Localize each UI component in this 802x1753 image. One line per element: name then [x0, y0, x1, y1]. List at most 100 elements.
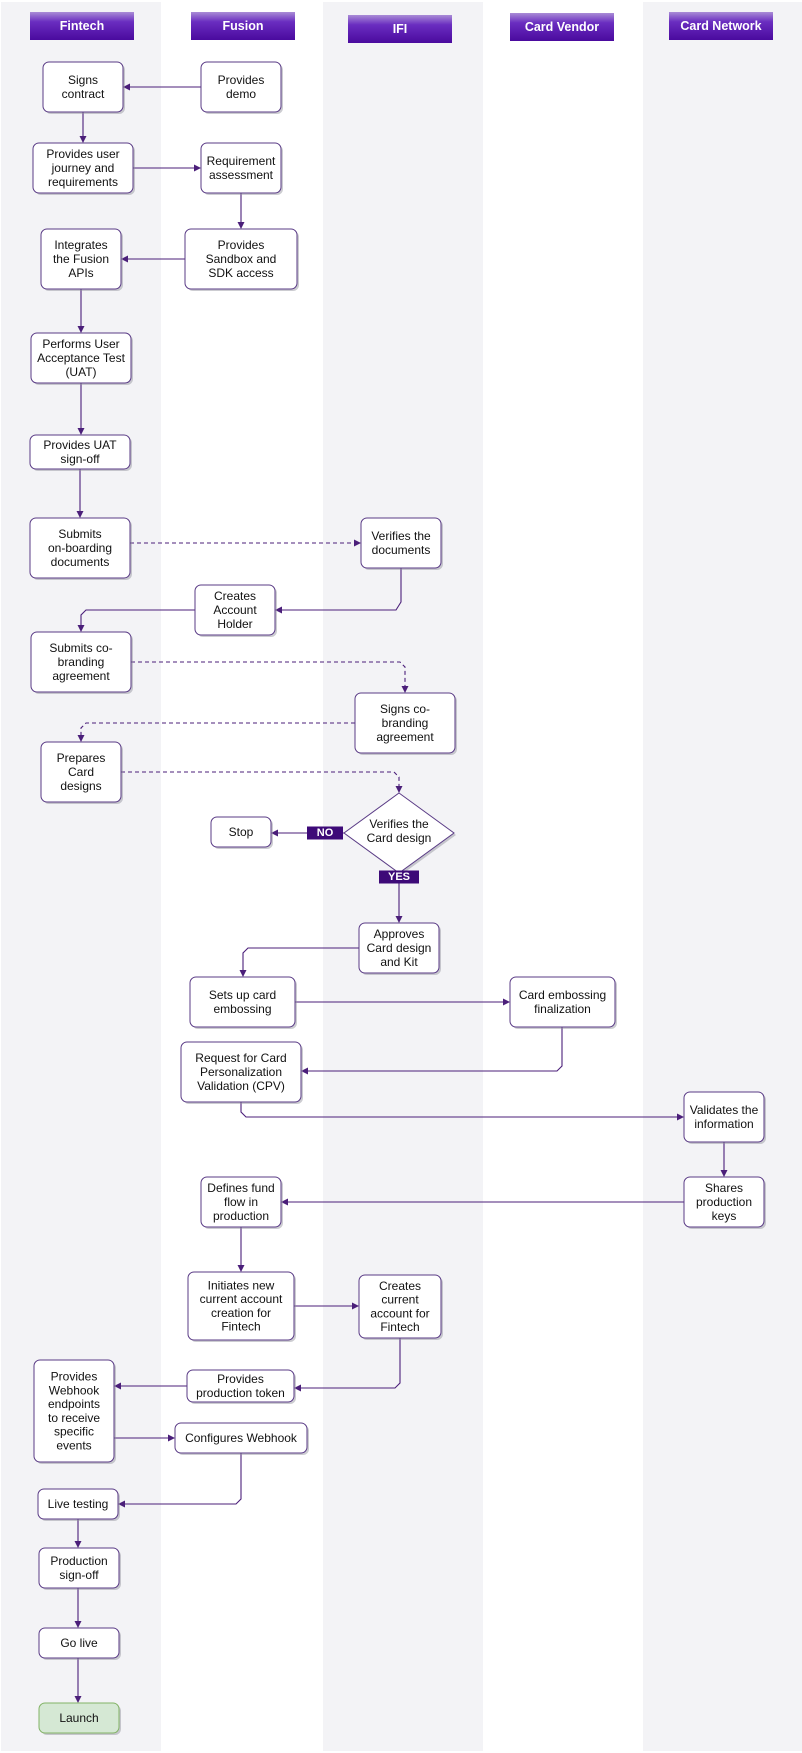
lane-background: [483, 2, 643, 1751]
arrowhead: [168, 1434, 175, 1442]
node-label-line: Provides UAT: [43, 438, 117, 452]
node-box: [32, 142, 134, 194]
node-label-line: Provides: [51, 1370, 98, 1384]
edge-user-journey-to-requirement-assessment: [133, 164, 201, 172]
node-label-line: Validates the: [690, 1103, 759, 1117]
node-label: Configures Webhook: [185, 1431, 298, 1445]
lane-header: [510, 13, 614, 41]
node-go-live: Go live: [38, 1627, 121, 1660]
node-label: Live testing: [48, 1497, 109, 1511]
node-box: [180, 1041, 302, 1103]
edge-labels: NO YES: [307, 826, 419, 884]
node-box: [358, 922, 440, 974]
node-box: [200, 61, 282, 113]
node-label-line: branding: [382, 716, 429, 730]
edge-shares-keys-to-defines-fund-flow: [281, 1198, 684, 1206]
node-box: [37, 1488, 119, 1520]
edge-webhook-endpoints-to-configures-webhook: [114, 1434, 175, 1442]
arrowhead: [401, 686, 409, 693]
node-label-line: designs: [60, 779, 101, 793]
node-label-line: flow in: [224, 1195, 258, 1209]
lane-title: IFI: [393, 22, 408, 36]
edge-line: [80, 722, 355, 741]
node-box: [354, 692, 456, 754]
lane-header: [30, 12, 134, 40]
node-box: [38, 1702, 120, 1734]
node-box: [40, 228, 122, 290]
node-label-line: (UAT): [65, 365, 96, 379]
edge-go-live-to-launch: [74, 1658, 82, 1703]
edge-line: [242, 947, 359, 976]
edge-production-token-to-webhook-endpoints: [114, 1382, 187, 1390]
edge-label-text: YES: [388, 871, 410, 883]
edge-signs-contract-to-user-journey: [79, 112, 87, 143]
node-label-line: current account: [200, 1292, 283, 1306]
edge-submits-cobranding-to-signs-cobranding: [131, 661, 409, 693]
arrowhead: [395, 786, 403, 793]
node-stop: Stop: [210, 816, 273, 849]
lane-fusion: Fusion: [162, 2, 322, 1751]
edge-uat-signoff-to-submits-docs: [76, 469, 84, 518]
node-label-line: APIs: [68, 266, 93, 280]
node-box: [200, 142, 282, 194]
edge-submits-docs-to-verifies-docs: [130, 539, 361, 547]
node-box: [29, 434, 131, 470]
lane-header: [669, 12, 773, 40]
arrowhead: [275, 606, 282, 614]
node-box: [174, 1422, 308, 1454]
node-label-line: Signs: [68, 73, 98, 87]
node-label-line: sign-off: [60, 452, 100, 466]
edge-prepares-designs-to-verifies-design: [121, 771, 403, 793]
node-label-line: Sets up card: [209, 988, 276, 1002]
node-label-line: Provides: [218, 238, 265, 252]
edge-line: [276, 568, 402, 611]
node-label-line: Sandbox and: [206, 252, 277, 266]
edge-line: [240, 1102, 683, 1118]
edge-label-text: NO: [317, 827, 334, 839]
node-box: [40, 741, 122, 803]
node-label-line: SDK access: [208, 266, 273, 280]
node-label-line: Launch: [59, 1711, 98, 1725]
node-box: [38, 1547, 120, 1589]
arrowhead: [354, 539, 361, 547]
arrowhead: [352, 1302, 359, 1310]
edge-initiates-account-to-creates-account: [294, 1302, 359, 1310]
arrowhead: [121, 255, 128, 263]
node-label-line: production: [213, 1209, 269, 1223]
node-label-line: Verifies the: [369, 817, 429, 831]
edge-line: [295, 1338, 401, 1389]
arrowhead: [77, 326, 85, 333]
arrowhead: [77, 735, 85, 742]
node-live-testing: Live testing: [37, 1488, 120, 1521]
node-label-line: events: [56, 1439, 91, 1453]
arrowhead: [271, 829, 278, 837]
lane-header: [191, 12, 295, 40]
node-box: [186, 1369, 295, 1403]
node-label-line: Card design: [367, 831, 432, 845]
node-label-line: to receive: [48, 1411, 100, 1425]
arrowhead: [677, 1113, 684, 1121]
node-label-line: finalization: [534, 1002, 591, 1016]
node-label-line: branding: [58, 655, 105, 669]
